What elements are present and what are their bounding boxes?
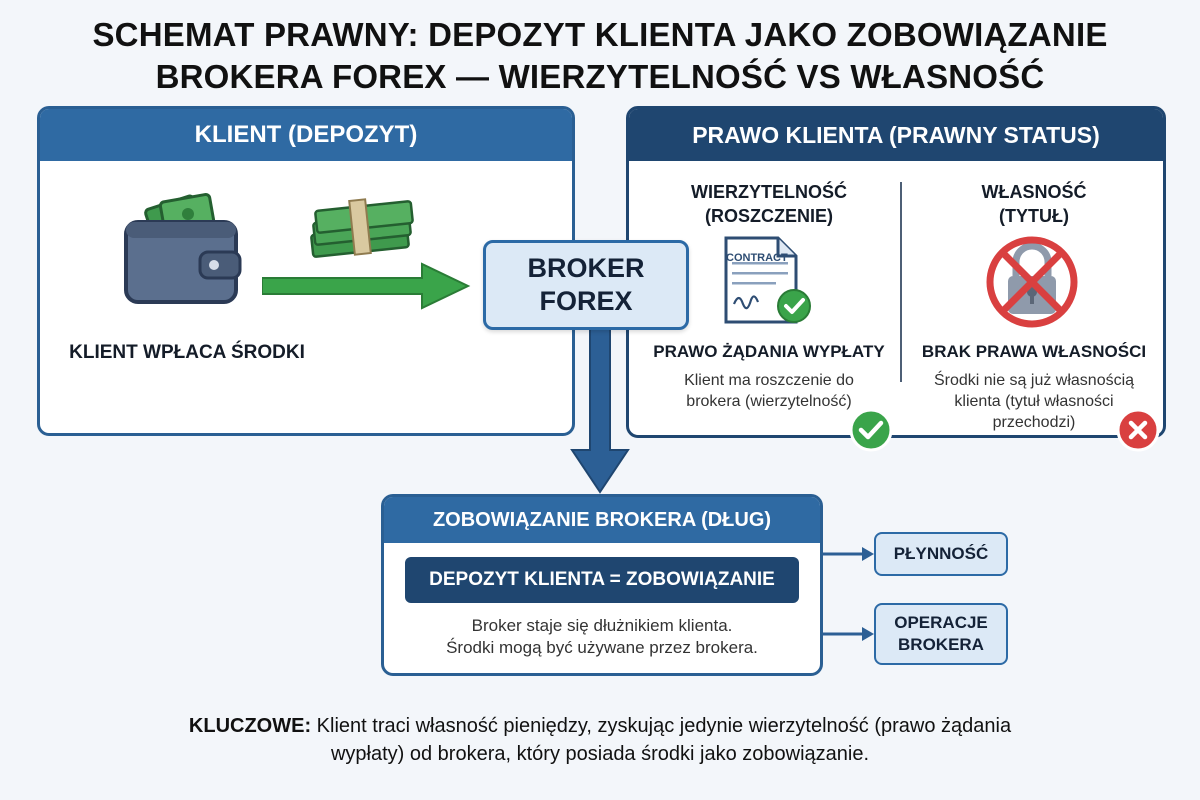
operations-arrow xyxy=(822,627,874,641)
key-note-bold: KLUCZOWE: xyxy=(188,715,312,737)
liquidity-box: PŁYNNOŚĆ xyxy=(874,532,1008,576)
rights-panel: PRAWO KLIENTA (PRAWNY STATUS) xyxy=(626,106,1166,438)
claim-label: PRAWO ŻĄDANIA WYPŁATY xyxy=(653,342,885,361)
contract-label: CONTRACT xyxy=(726,252,788,264)
crossed-lock-icon xyxy=(986,236,1078,328)
check-badge-icon xyxy=(849,408,893,452)
ownership-description: Środki nie są już własnością klienta (ty… xyxy=(933,372,1135,431)
deposit-arrow xyxy=(262,262,471,310)
contract-document-icon xyxy=(724,236,811,324)
liability-equation: DEPOZYT KLIENTA = ZOBOWIĄZANIE xyxy=(405,557,799,603)
title-line-2: BROKERA FOREX — WIERZYTELNOŚĆ VS WŁASNOŚ… xyxy=(155,58,1045,95)
wallet-icon xyxy=(124,193,242,304)
key-note-line-1: Klient traci własność pieniędzy, zyskują… xyxy=(316,715,1012,737)
cash-stack-icon xyxy=(310,198,414,258)
ownership-title: WŁASNOŚĆ (TYTUŁ) xyxy=(981,182,1087,226)
page-title: SCHEMAT PRAWNY: DEPOZYT KLIENTA JAKO ZOB… xyxy=(0,14,1200,98)
broker-operations-box: OPERACJE BROKERA xyxy=(874,603,1008,665)
liability-description: Broker staje się dłużnikiem klienta. Śro… xyxy=(446,616,758,657)
title-line-1: SCHEMAT PRAWNY: DEPOZYT KLIENTA JAKO ZOB… xyxy=(92,16,1108,53)
liability-arrow xyxy=(570,324,630,494)
rights-divider xyxy=(900,182,902,382)
key-note: KLUCZOWE: Klient traci własność pieniędz… xyxy=(140,712,1060,768)
client-panel-header: KLIENT (DEPOZYT) xyxy=(40,109,572,161)
rights-panel-header: PRAWO KLIENTA (PRAWNY STATUS) xyxy=(629,109,1163,161)
key-note-line-2: wypłaty) od brokera, który posiada środk… xyxy=(330,743,870,765)
claim-description: Klient ma roszczenie do brokera (wierzyt… xyxy=(684,372,854,410)
client-deposit-label: KLIENT WPŁACA ŚRODKI xyxy=(69,342,305,363)
liquidity-arrow xyxy=(822,547,874,561)
liability-panel-header: ZOBOWIĄZANIE BROKERA (DŁUG) xyxy=(384,497,820,543)
claim-title: WIERZYTELNOŚĆ (ROSZCZENIE) xyxy=(691,182,847,226)
ownership-label: BRAK PRAWA WŁASNOŚCI xyxy=(921,342,1147,361)
error-badge-icon xyxy=(1116,408,1160,452)
broker-forex-box: BROKER FOREX xyxy=(483,240,689,330)
